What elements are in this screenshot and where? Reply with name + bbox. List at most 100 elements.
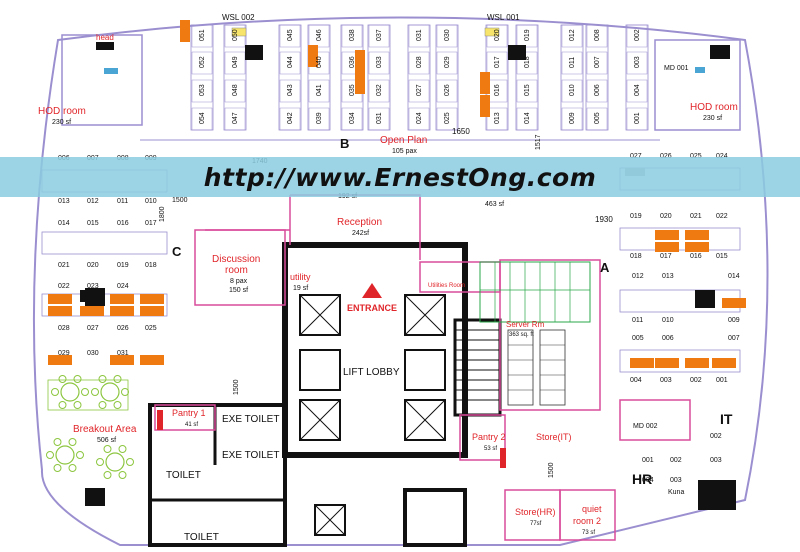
desk: [279, 24, 301, 48]
wsl002-label: WSL 002: [222, 13, 255, 22]
desk-highlight: [355, 50, 365, 72]
seat-number: 013: [662, 273, 674, 280]
seat-number: 039: [316, 112, 323, 124]
chair: [76, 451, 84, 459]
desk-highlight: [655, 230, 679, 240]
seat-number: 027: [416, 84, 423, 96]
hod-right-area: 230 sf: [703, 115, 722, 122]
lift-shaft-2: [299, 349, 341, 391]
seat-number: 018: [630, 253, 642, 260]
seat-number: 025: [145, 325, 157, 332]
column-3: [85, 288, 105, 306]
seat-number: 041: [316, 84, 323, 96]
lift-shaft-5: [404, 349, 446, 391]
desk: [191, 107, 213, 131]
desk-highlight: [630, 358, 654, 368]
desk-highlight: [80, 306, 104, 316]
seat-number: 048: [232, 84, 239, 96]
seat-number: 014: [524, 112, 531, 124]
desk: [191, 24, 213, 48]
utilities-room-outline: [419, 261, 501, 293]
seat-number: 004: [630, 377, 642, 384]
seat-number: 019: [117, 262, 129, 269]
column-2: [508, 45, 526, 60]
quiet-label: quiet: [582, 504, 602, 514]
hod-room-left: [61, 34, 143, 126]
desk: [191, 79, 213, 103]
seat-number: 001: [642, 457, 654, 464]
seat-number: 013: [58, 198, 70, 205]
quiet-room-outline: [559, 489, 616, 541]
seat-number: 004: [634, 84, 641, 96]
hod-left-area: 230 sf: [52, 119, 71, 126]
extinguisher-1: [157, 410, 163, 430]
chair: [58, 375, 67, 384]
discussion-room-label: room: [225, 265, 248, 276]
desk-highlight: [48, 294, 72, 304]
seat-number: 015: [524, 84, 531, 96]
desk: [368, 24, 390, 48]
reception-area: 242sf: [352, 230, 369, 237]
md002-room-outline: [619, 399, 691, 441]
seat-number: 054: [199, 112, 206, 124]
desk-highlight: [685, 230, 709, 240]
watermark-url: http://www.ErnestOng.com: [203, 162, 597, 192]
desk: [561, 24, 583, 48]
seat-number: 011: [117, 198, 128, 205]
seat-number: 029: [58, 350, 70, 357]
discussion-pax: 8 pax: [230, 278, 248, 285]
desk: [561, 107, 583, 131]
seat-number: 023: [87, 283, 99, 290]
discussion-label: Discussion: [212, 254, 260, 265]
extinguisher-2: [500, 448, 506, 468]
column-1: [245, 45, 263, 60]
seat-number: 006: [594, 84, 601, 96]
desk: [586, 51, 608, 75]
zone-a-label: A: [600, 260, 610, 275]
breakout-table: [105, 452, 125, 472]
toilet-1-label: TOILET: [166, 470, 201, 481]
desk: [341, 24, 363, 48]
desk: [436, 79, 458, 103]
chair: [68, 438, 77, 447]
server-label: Server Rm: [506, 320, 545, 329]
seat-number: 017: [660, 253, 672, 260]
toilet-block: [148, 403, 287, 547]
seat-number: 031: [376, 112, 383, 124]
chair: [46, 451, 54, 459]
desk: [626, 24, 648, 48]
seat-number: 030: [87, 350, 99, 357]
chair: [73, 375, 82, 384]
pantry1-outline: [154, 404, 216, 431]
monitor-wsl001: [484, 27, 500, 37]
chair: [98, 375, 107, 384]
desk-highlight: [480, 95, 490, 117]
exe-toilet-1-label: EXE TOILET: [222, 414, 279, 425]
seat-number: 050: [232, 29, 239, 41]
seat-number: 001: [716, 377, 728, 384]
seat-number: 034: [349, 112, 356, 124]
dim-1500b: 1500: [233, 379, 240, 395]
md-desk: [710, 45, 730, 59]
seat-number: 024: [716, 153, 728, 160]
column-6: [698, 480, 736, 510]
lower-lift-cross: [314, 504, 346, 536]
pantry2-area: 53 sf: [484, 446, 497, 452]
seat-number: 016: [690, 253, 702, 260]
store-it-label: Store(IT): [536, 432, 572, 442]
chair: [53, 463, 62, 472]
seat-number: 047: [232, 112, 239, 124]
seat-number: 015: [87, 220, 99, 227]
seat-number: 016: [117, 220, 129, 227]
seat-number: 028: [416, 56, 423, 68]
seat-number: 026: [444, 84, 451, 96]
seat-number: 028: [58, 325, 70, 332]
breakout-table: [60, 382, 80, 402]
seat-number: 043: [287, 84, 294, 96]
open-plan-pax: 105 pax: [392, 148, 417, 155]
hod-left-label: HOD room: [38, 106, 86, 117]
discussion-room-outline: [194, 229, 286, 306]
desk-highlight: [308, 45, 318, 67]
store-hr-label: Store(HR): [515, 507, 556, 517]
seat-number: 026: [117, 325, 129, 332]
